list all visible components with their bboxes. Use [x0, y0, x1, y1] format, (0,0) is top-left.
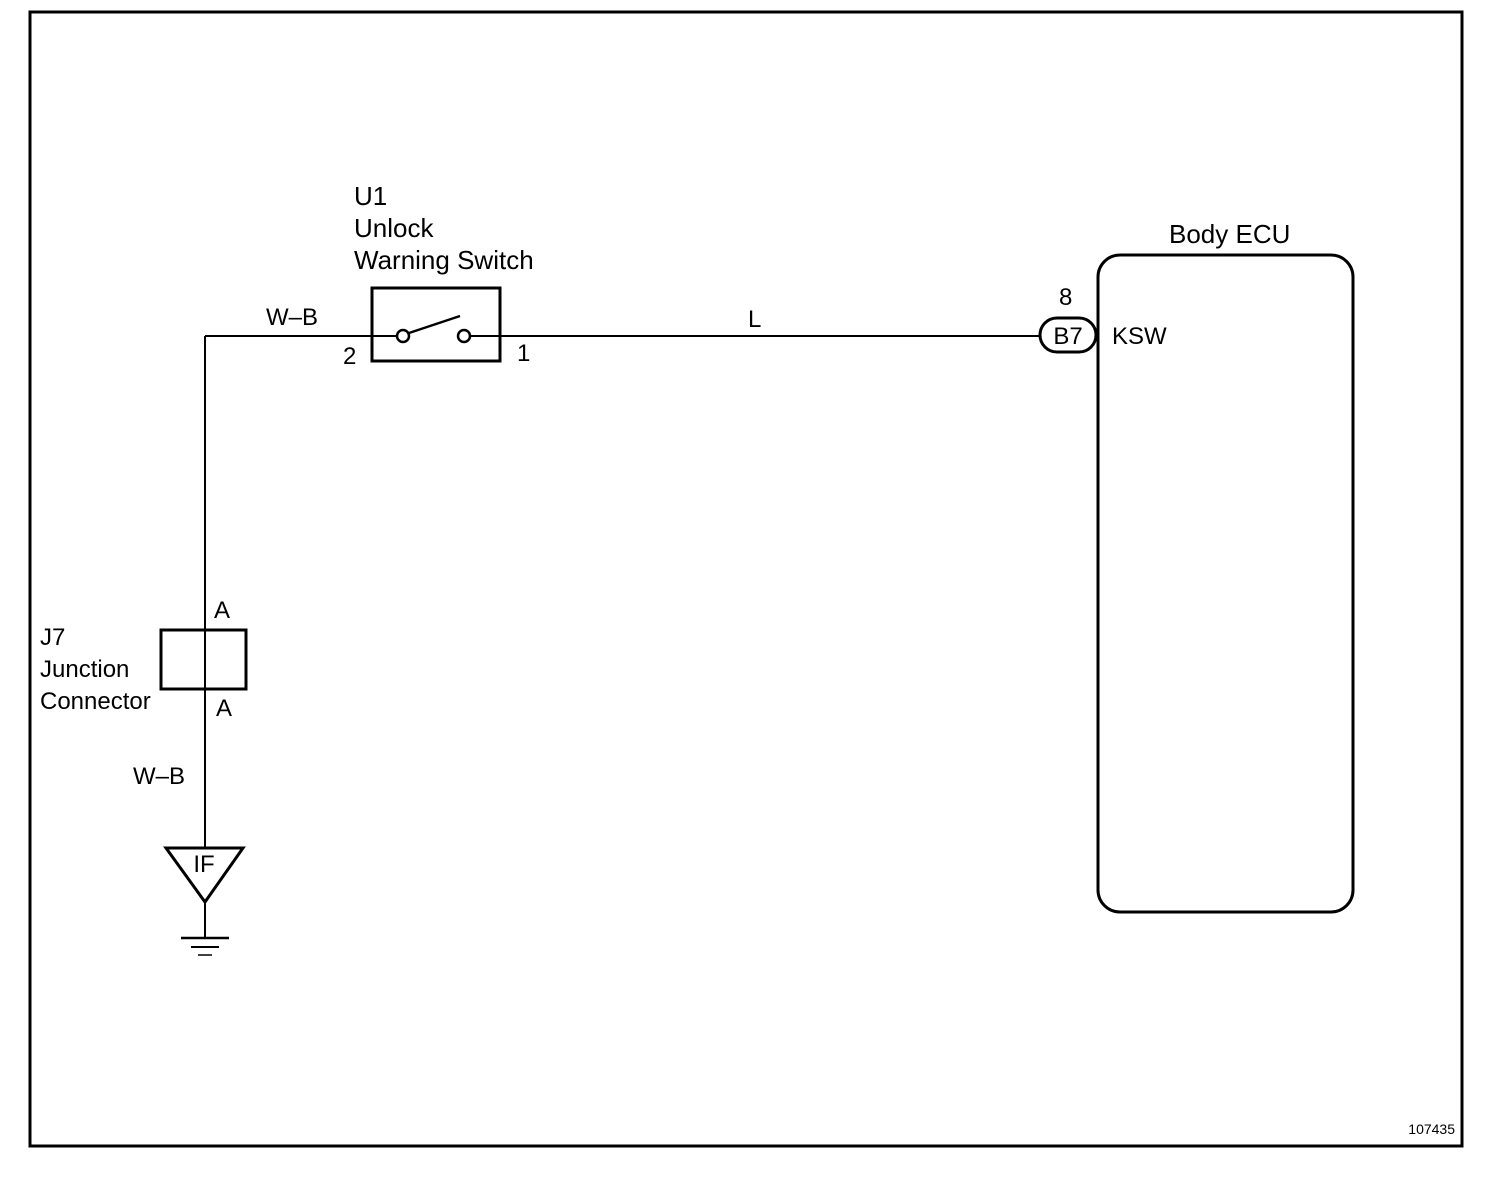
junction-pin-top: A — [214, 597, 230, 624]
wire-l-label: L — [748, 306, 761, 333]
ground-label: IF — [193, 851, 214, 878]
diagram-frame — [28, 10, 1464, 1148]
ecu-body — [1096, 253, 1355, 914]
switch-pin-1-label: 1 — [517, 340, 530, 367]
switch-name-line1: Unlock — [354, 213, 434, 243]
wire-w-b-top-label: W–B — [266, 304, 318, 331]
switch-name-line2: Warning Switch — [354, 245, 534, 275]
unlock-warning-switch — [370, 286, 502, 363]
junction-pin-bottom: A — [216, 695, 232, 722]
figure-id: 107435 — [1408, 1121, 1455, 1137]
junction-name-line1: Junction — [40, 656, 129, 683]
switch-contact-right — [456, 328, 472, 344]
ecu-terminal-ksw: KSW — [1112, 323, 1167, 350]
switch-blade — [408, 314, 461, 335]
junction-connector-body — [159, 628, 248, 691]
ecu-pin-number: 8 — [1059, 284, 1072, 311]
wire-w-b-bottom-label: W–B — [133, 763, 185, 790]
connector-b7-badge — [1038, 316, 1098, 354]
switch-pin-2-label: 2 — [343, 343, 356, 370]
junction-ref-label: J7 — [40, 624, 65, 651]
body-ecu — [1038, 253, 1355, 914]
ecu-title: Body ECU — [1169, 219, 1290, 249]
switch-body — [370, 286, 502, 363]
connector-b7-label: B7 — [1053, 323, 1082, 350]
ground-point — [163, 846, 246, 956]
junction-name-line2: Connector — [40, 688, 151, 715]
ground-triangle — [163, 846, 246, 905]
switch-contact-left — [395, 328, 411, 344]
switch-ref-label: U1 — [354, 181, 387, 211]
